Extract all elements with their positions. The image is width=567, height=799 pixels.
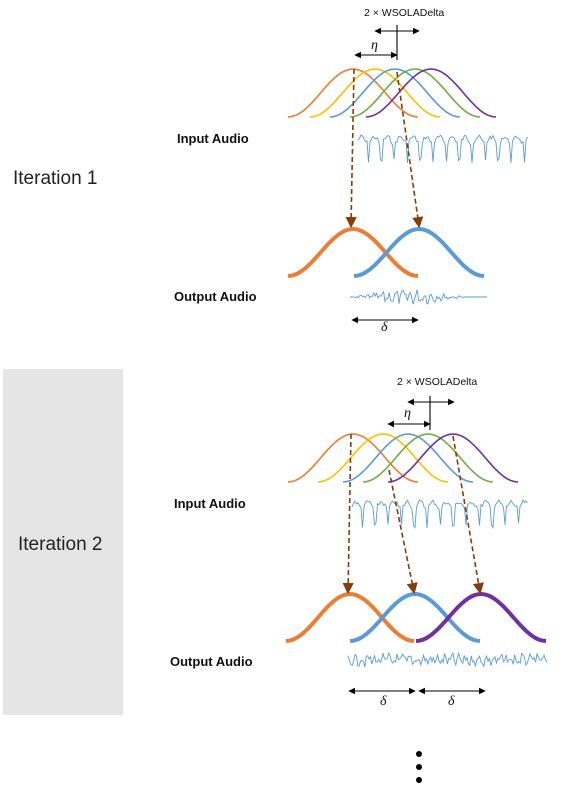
iteration-1-input-window-orange <box>287 68 419 118</box>
iteration-2-label: Iteration 2 <box>18 534 103 555</box>
iteration-1-delta-symbol: δ <box>381 320 388 335</box>
ellipsis-dot-2 <box>416 764 422 770</box>
iteration-1-output-audio-label: Output Audio <box>174 289 257 304</box>
iteration-2-output-window-blue <box>349 591 481 643</box>
iteration-2-eta-symbol: η <box>404 406 411 421</box>
iteration-2-output-waveform <box>347 652 548 668</box>
iteration-1-input-window-green <box>349 68 481 118</box>
iteration-2-input-audio-label: Input Audio <box>174 496 246 511</box>
ellipsis-dot-3 <box>416 777 422 783</box>
iteration-1-wsola-delta-label: 2 × WSOLADelta <box>364 7 445 19</box>
iteration-2-input-window-green <box>362 433 494 483</box>
iteration-2-wsola-delta-label: 2 × WSOLADelta <box>397 376 478 388</box>
iteration-1-output-window-blue <box>353 226 485 278</box>
iteration-1-output-waveform <box>349 289 488 305</box>
iteration-2-output-audio-label: Output Audio <box>170 654 253 669</box>
iteration-2-delta-symbol-1: δ <box>380 694 387 709</box>
iteration-2-input-window-orange <box>287 433 419 483</box>
iteration-1-input-window-yellow <box>309 68 441 118</box>
iteration-1-input-window-blue <box>329 68 461 118</box>
iteration-1-mapping-arrow-2 <box>396 71 424 229</box>
iteration-2-output-window-orange <box>285 591 415 643</box>
iteration-1-label: Iteration 1 <box>13 168 98 189</box>
iteration-2-output-window-purple <box>415 591 547 643</box>
iteration-1-input-waveform <box>357 134 528 163</box>
iteration-1-input-audio-label: Input Audio <box>177 131 249 146</box>
iteration-2-mapping-arrow-3 <box>452 435 484 595</box>
iteration-2-input-window-purple <box>387 433 519 483</box>
iteration-2-input-window-blue <box>342 433 474 483</box>
ellipsis-dot-1 <box>416 751 422 757</box>
iteration-2-delta-symbol-2: δ <box>448 694 455 709</box>
iteration-1-mapping-arrow-1 <box>345 68 357 229</box>
iteration-1-eta-symbol: η <box>371 38 378 53</box>
iteration-2-mapping-arrow-2 <box>388 469 418 595</box>
iteration-1-input-window-purple <box>365 68 497 118</box>
iteration-2-input-waveform <box>351 498 528 529</box>
iteration-2-input-window-yellow <box>317 433 449 483</box>
iteration-2-highlight-band <box>3 369 123 715</box>
iteration-1-output-window-orange <box>287 226 419 278</box>
iteration-2-mapping-arrow-1 <box>342 433 354 595</box>
